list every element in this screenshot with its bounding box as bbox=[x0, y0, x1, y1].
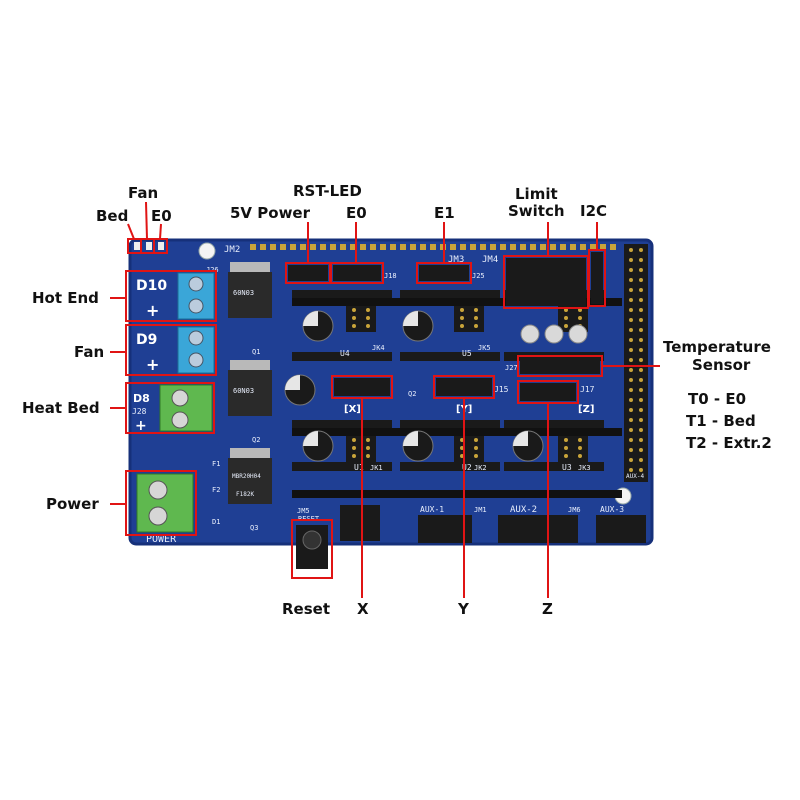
silk-jk1: JK1 bbox=[370, 464, 383, 472]
silk-jm2: JM2 bbox=[224, 245, 240, 255]
silk-u1: U1 bbox=[354, 463, 364, 472]
label-limit: Limit bbox=[515, 185, 558, 203]
svg-text:F182K: F182K bbox=[236, 491, 254, 498]
label-reset: Reset bbox=[282, 600, 330, 618]
silk-q1: Q1 bbox=[252, 348, 260, 356]
box-hot-end bbox=[125, 270, 217, 322]
callout-lines bbox=[110, 201, 660, 598]
terminal-d9 bbox=[177, 326, 215, 374]
silk-aux1: AUX-1 bbox=[420, 505, 444, 514]
silk-u3: U3 bbox=[562, 463, 572, 472]
header-i2c bbox=[591, 252, 603, 304]
silk-power: POWER bbox=[146, 534, 177, 545]
callout-boxes bbox=[125, 238, 606, 579]
svg-text:60N03: 60N03 bbox=[233, 387, 254, 395]
box-reset bbox=[291, 519, 333, 579]
silk-u2: U2 bbox=[462, 463, 472, 472]
label-bed-top: Bed bbox=[96, 207, 128, 225]
terminal-d10 bbox=[177, 272, 215, 320]
silk-aux4: AUX-4 bbox=[626, 473, 644, 480]
silk-jm4: JM4 bbox=[482, 255, 498, 265]
silk-x: [X] bbox=[344, 404, 361, 415]
silk-j27: J27 bbox=[505, 364, 518, 372]
label-temperature: Temperature bbox=[663, 338, 771, 356]
silk-jk4: JK4 bbox=[372, 344, 385, 352]
silk-plus-d10: + bbox=[146, 301, 159, 320]
label-e1-header: E1 bbox=[434, 204, 455, 222]
label-fan-top: Fan bbox=[128, 184, 158, 202]
silk-j25: J25 bbox=[472, 272, 485, 280]
legend-t1: T1 - Bed bbox=[686, 412, 756, 430]
bottom-aux-headers bbox=[340, 505, 646, 543]
silk-jm3: JM3 bbox=[448, 255, 464, 265]
header-z-ms bbox=[520, 383, 576, 401]
terminal-d8-heatbed bbox=[159, 384, 213, 432]
silk-j15: J15 bbox=[494, 385, 509, 394]
label-heat-bed: Heat Bed bbox=[22, 399, 100, 417]
silk-d1: D1 bbox=[212, 518, 220, 526]
label-power: Power bbox=[46, 495, 99, 513]
silk-u4: U4 bbox=[340, 349, 350, 358]
silk-d10: D10 bbox=[136, 278, 167, 294]
top-header-row bbox=[250, 244, 616, 250]
label-rst-led: RST-LED bbox=[293, 182, 362, 200]
silk-j28: J28 bbox=[132, 407, 147, 416]
capacitors bbox=[284, 310, 588, 462]
mount-hole bbox=[198, 242, 216, 260]
silk-j18: J18 bbox=[384, 272, 397, 280]
label-e0-header: E0 bbox=[346, 204, 367, 222]
silk-plus-d8: + bbox=[135, 418, 147, 434]
header-e1 bbox=[419, 265, 469, 281]
header-rst-led bbox=[333, 265, 381, 281]
label-switch: Switch bbox=[508, 202, 565, 220]
mosfet-q3: MBR20H04 F182K bbox=[228, 448, 272, 504]
svg-text:60N03: 60N03 bbox=[233, 289, 254, 297]
silk-q2: Q2 bbox=[252, 436, 260, 444]
silk-q2b: Q2 bbox=[408, 390, 416, 398]
silk-d9: D9 bbox=[136, 332, 157, 348]
silk-q3: Q3 bbox=[250, 524, 258, 532]
led-indicators bbox=[134, 242, 164, 250]
legend-t2: T2 - Extr.2 bbox=[686, 434, 772, 452]
silk-aux3: AUX-3 bbox=[600, 505, 624, 514]
silk-jk5: JK5 bbox=[478, 344, 491, 352]
silk-u5: U5 bbox=[462, 349, 472, 358]
terminal-power bbox=[136, 473, 194, 533]
svg-text:MBR20H04: MBR20H04 bbox=[232, 473, 261, 480]
label-e0-top: E0 bbox=[151, 207, 172, 225]
box-fan-left bbox=[125, 324, 217, 376]
silk-jk3: JK3 bbox=[578, 464, 591, 472]
label-5v-power: 5V Power bbox=[230, 204, 311, 222]
header-x-ms bbox=[334, 378, 390, 396]
legend-t0: T0 - E0 bbox=[688, 390, 746, 408]
silk-jm1: JM1 bbox=[474, 506, 487, 514]
silk-d8: D8 bbox=[133, 392, 150, 405]
silk-jm6: JM6 bbox=[568, 506, 581, 514]
label-y: Y bbox=[457, 600, 470, 618]
callout-labels: Fan Bed E0 5V Power RST-LED E0 E1 Limit … bbox=[22, 182, 772, 618]
mosfet-q2: 60N03 bbox=[228, 360, 272, 416]
silk-f1: F1 bbox=[212, 460, 220, 468]
reset-button bbox=[296, 525, 328, 569]
header-5v-power bbox=[288, 265, 328, 281]
silk-f2: F2 bbox=[212, 486, 220, 494]
silk-z: [Z] bbox=[578, 404, 594, 415]
label-sensor: Sensor bbox=[692, 356, 751, 374]
silk-jm5: JM5 bbox=[297, 507, 310, 515]
header-limit-switch bbox=[506, 258, 586, 306]
header-y-ms bbox=[436, 378, 492, 396]
silk-plus-d9: + bbox=[146, 355, 159, 374]
label-hot-end: Hot End bbox=[32, 289, 99, 307]
label-z: Z bbox=[542, 600, 553, 618]
silk-jk2: JK2 bbox=[474, 464, 487, 472]
label-i2c: I2C bbox=[580, 202, 607, 220]
label-fan-left: Fan bbox=[74, 343, 104, 361]
silk-j17: J17 bbox=[580, 385, 595, 394]
label-x: X bbox=[357, 600, 369, 618]
silk-aux2: AUX-2 bbox=[510, 505, 537, 515]
right-header-aux4 bbox=[624, 244, 648, 482]
header-temp-sensor bbox=[520, 358, 600, 374]
mosfet-q1: 60N03 bbox=[228, 262, 272, 318]
